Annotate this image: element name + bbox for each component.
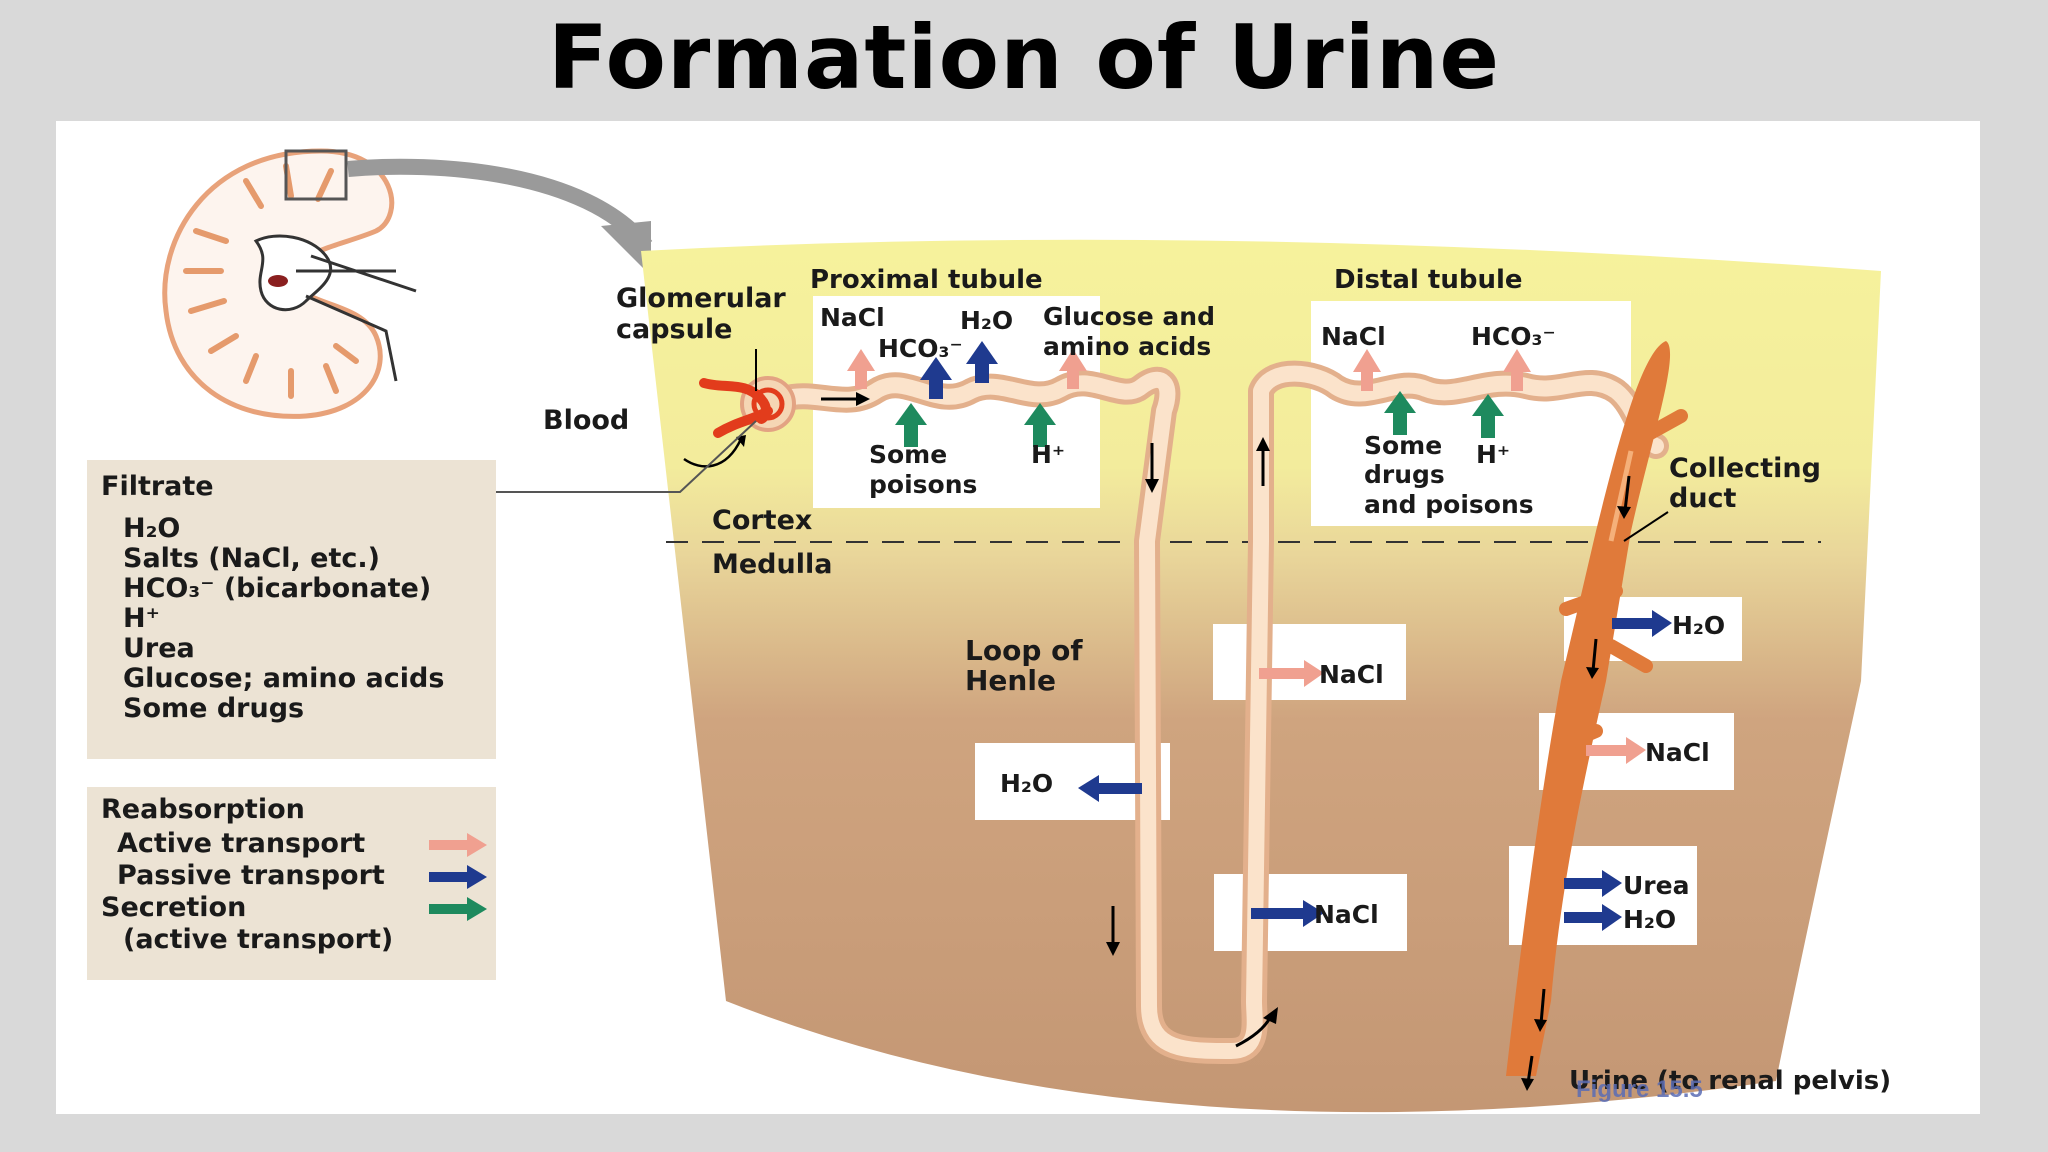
secretion-sub-label: (active transport) xyxy=(123,924,394,955)
secretion-label: Secretion xyxy=(101,892,247,923)
proximal-h2o-label: H₂O xyxy=(960,306,1013,335)
collecting-duct-label-2: duct xyxy=(1669,483,1737,514)
glomerular-capsule-label-2: capsule xyxy=(616,314,732,345)
blood-label: Blood xyxy=(543,405,629,436)
urine-label: Urine (to renal pelvis) xyxy=(1569,1066,1891,1096)
blood-leader xyxy=(683,438,743,468)
distal-drugs-label-3: and poisons xyxy=(1364,490,1534,519)
proximal-nacl-label: NaCl xyxy=(820,303,885,332)
proximal-glucose-active-arrow xyxy=(1059,349,1087,389)
filtrate-item-urea: Urea xyxy=(123,633,195,664)
proximal-nacl-active-arrow xyxy=(847,349,875,389)
duct-urea-passive-arrow xyxy=(1564,870,1622,897)
duct-nacl-label: NaCl xyxy=(1645,738,1710,767)
kidney-icon xyxy=(162,148,417,419)
distal-h-label: H⁺ xyxy=(1476,440,1510,469)
loop-h2o-label: H₂O xyxy=(1000,769,1053,798)
proximal-hco3-passive-arrow xyxy=(920,357,952,399)
proximal-poisons-label-2: poisons xyxy=(869,470,977,499)
distal-drugs-secretion-arrow xyxy=(1384,391,1416,435)
distal-nacl-label: NaCl xyxy=(1321,322,1386,351)
proximal-glucose-label-1: Glucose and xyxy=(1043,302,1215,331)
collecting-duct-label-1: Collecting xyxy=(1669,453,1821,484)
distal-transport-arrows xyxy=(1353,349,1531,438)
distal-hco3-label: HCO₃⁻ xyxy=(1471,322,1556,351)
filtrate-item-drugs: Some drugs xyxy=(123,693,305,724)
loop-h2o-passive-arrow xyxy=(1078,775,1142,802)
duct-h2o-passive-arrow xyxy=(1612,610,1672,637)
active-transport-label: Active transport xyxy=(117,828,366,859)
proximal-transport-arrows xyxy=(847,341,1087,447)
filtrate-item-h: H⁺ xyxy=(123,603,160,634)
filtrate-item-hco3: HCO₃⁻ (bicarbonate) xyxy=(123,573,432,604)
zoom-arrow xyxy=(347,158,653,252)
reabsorption-heading: Reabsorption xyxy=(101,794,305,825)
zoom-arrow-head xyxy=(601,221,651,276)
flow-arrows xyxy=(1106,437,1631,1091)
loop-of-henle-label-2: Henle xyxy=(965,664,1056,697)
distal-h-secretion-arrow xyxy=(1472,394,1504,438)
loop-nacl-active-arrow xyxy=(1259,660,1324,687)
loop-nacl-upper-label: NaCl xyxy=(1319,660,1384,689)
distal-tubule-label: Distal tubule xyxy=(1334,265,1523,295)
proximal-poisons-label-1: Some xyxy=(869,440,947,469)
loop-nacl-lower-label: NaCl xyxy=(1314,900,1379,929)
proximal-tubule-label: Proximal tubule xyxy=(810,265,1043,295)
filtrate-entry-arrow-head xyxy=(856,392,870,406)
proximal-h2o-passive-arrow xyxy=(966,341,998,383)
active-transport-swatch-icon xyxy=(429,833,487,857)
duct-urea-label: Urea xyxy=(1623,871,1689,900)
duct-nacl-active-arrow xyxy=(1586,737,1646,764)
glomerular-capsule-label-1: Glomerular xyxy=(616,283,786,314)
slide-title: Formation of Urine xyxy=(547,6,1501,109)
figure-label: Figure 15.5 xyxy=(1576,1076,1703,1103)
filtrate-item-glucose: Glucose; amino acids xyxy=(123,663,445,694)
proximal-glucose-label-2: amino acids xyxy=(1043,332,1211,361)
filtrate-item-h2o: H₂O xyxy=(123,513,181,544)
transport-legend: Reabsorption Active transport Passive tr… xyxy=(87,787,496,980)
medulla-label: Medulla xyxy=(712,549,832,580)
filtrate-heading: Filtrate xyxy=(101,471,214,502)
duct-h2o-label: H₂O xyxy=(1672,611,1725,640)
passive-transport-swatch-icon xyxy=(429,865,487,889)
secretion-swatch-icon xyxy=(429,897,487,921)
duct-transport-arrows xyxy=(1564,610,1672,931)
proximal-poisons-secretion-arrow xyxy=(895,403,927,447)
loop-transport-arrows xyxy=(1078,660,1324,927)
proximal-h-secretion-arrow xyxy=(1024,403,1056,447)
duct-h2o-lower-passive-arrow xyxy=(1564,904,1622,931)
urine-formation-diagram: Glomerular capsule Blood Proximal tubule… xyxy=(162,148,1891,1113)
distal-nacl-active-arrow xyxy=(1353,349,1381,391)
passive-transport-label: Passive transport xyxy=(117,860,385,891)
loop-of-henle-label-1: Loop of xyxy=(965,634,1083,667)
proximal-h-label: H⁺ xyxy=(1031,440,1065,469)
proximal-hco3-label: HCO₃⁻ xyxy=(878,334,963,363)
cortex-label: Cortex xyxy=(712,505,812,536)
loop-nacl-passive-arrow xyxy=(1251,900,1324,927)
distal-drugs-label-2: drugs xyxy=(1364,460,1445,489)
duct-h2o-lower-label: H₂O xyxy=(1623,905,1676,934)
filtrate-legend: Filtrate H₂O Salts (NaCl, etc.) HCO₃⁻ (b… xyxy=(87,460,496,759)
duct-leader xyxy=(1623,511,1669,542)
glomerulus-icon xyxy=(699,376,796,438)
diagram-panel: Glomerular capsule Blood Proximal tubule… xyxy=(56,121,1980,1114)
filtrate-item-salts: Salts (NaCl, etc.) xyxy=(123,543,381,574)
collecting-duct-shape xyxy=(1506,341,1688,1076)
distal-hco3-active-arrow xyxy=(1503,349,1531,391)
distal-drugs-label-1: Some xyxy=(1364,431,1442,460)
